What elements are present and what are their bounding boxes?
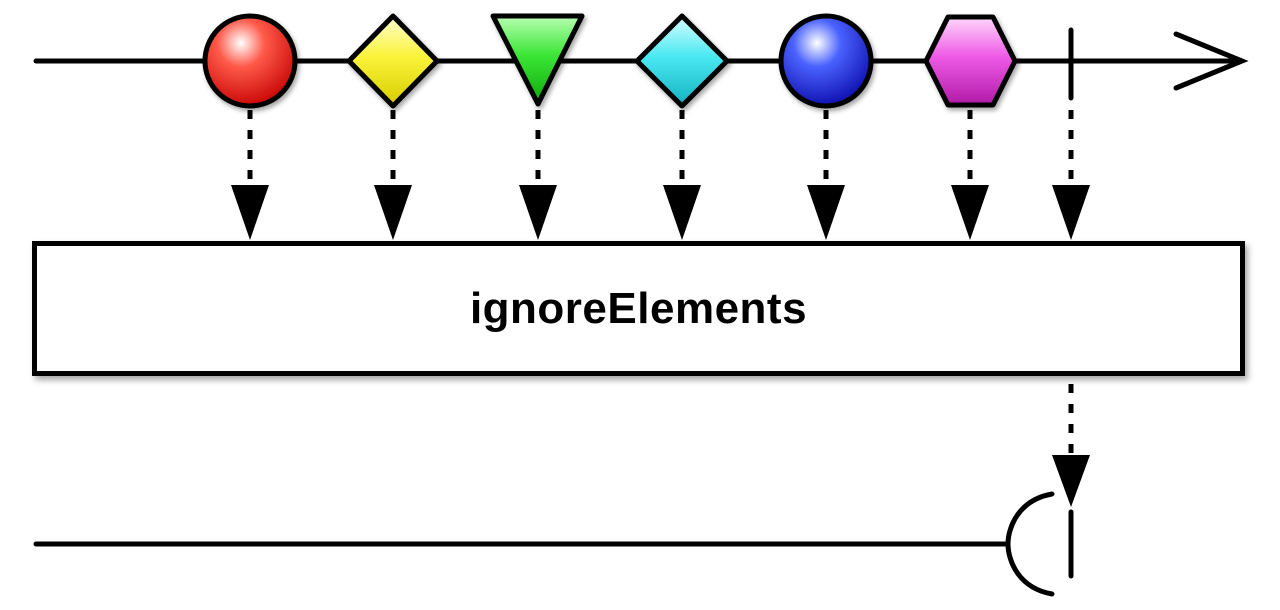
input-arrowhead-1: [231, 185, 269, 240]
operator-box: ignoreElements: [32, 241, 1245, 376]
input-arrowhead-2: [374, 185, 412, 240]
source-items: [202, 13, 1074, 109]
source-item-blue-circle: [778, 13, 874, 109]
input-arrowhead-7: [1052, 185, 1090, 240]
source-timeline-arrowhead: [1173, 31, 1249, 91]
source-item-yellow-diamond: [346, 13, 440, 109]
input-arrowhead-4: [663, 185, 701, 240]
source-item-green-triangle: [490, 13, 585, 107]
input-arrowhead-3: [519, 185, 557, 240]
operator-label: ignoreElements: [469, 283, 808, 333]
input-arrowhead-6: [951, 185, 989, 240]
result-timeline-end-bracket: [1005, 491, 1055, 597]
input-arrowhead-5: [807, 185, 845, 240]
source-item-red-circle: [202, 13, 298, 109]
input-arrows: [247, 110, 1074, 190]
input-arrowheads: [231, 185, 1090, 240]
result-timeline: [33, 491, 1074, 597]
output-arrow: [1052, 384, 1090, 507]
source-item-cyan-diamond: [634, 13, 730, 109]
source-item-magenta-hexagon: [923, 14, 1018, 108]
output-arrowhead: [1052, 455, 1090, 507]
